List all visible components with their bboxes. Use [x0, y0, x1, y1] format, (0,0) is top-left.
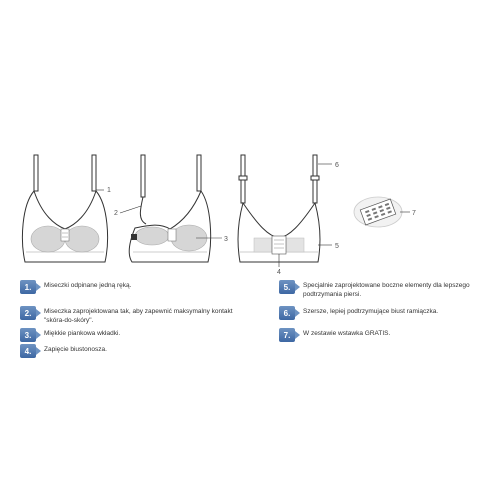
bra-back-view	[237, 154, 332, 267]
strap-left	[33, 154, 39, 192]
foam-pad-left	[30, 225, 66, 253]
badge-arrow-icon	[36, 309, 41, 317]
badge-arrow-icon	[295, 283, 300, 291]
bra-front-outline	[21, 190, 109, 263]
callout-2: 2	[114, 210, 118, 217]
legend-item-5: 5. Specjalnie zaprojektowane boczne elem…	[279, 280, 494, 299]
legend-number-badge: 6.	[279, 306, 295, 320]
callout-6: 6	[335, 162, 339, 169]
badge-arrow-icon	[36, 347, 41, 355]
legend-item-7: 7. W zestawie wstawka GRATIS.	[279, 328, 390, 342]
foam-pad-right	[64, 225, 100, 253]
bra-open-cup-view	[119, 154, 222, 263]
hook-extender-insert	[353, 196, 410, 228]
callout-5: 5	[335, 243, 339, 250]
badge-arrow-icon	[36, 283, 41, 291]
legend-number-badge: 2.	[20, 306, 36, 320]
callout-7: 7	[412, 210, 416, 217]
badge-arrow-icon	[36, 331, 41, 339]
callout-4: 4	[277, 269, 281, 276]
legend-item-1: 1. Miseczki odpinane jedną ręką.	[20, 280, 131, 294]
badge-arrow-icon	[295, 331, 300, 339]
legend-number-badge: 5.	[279, 280, 295, 294]
strap-right-2	[196, 154, 202, 192]
legend-item-6: 6. Szersze, lepiej podtrzymujące biust r…	[279, 306, 494, 320]
legend-text: Szersze, lepiej podtrzymujące biust rami…	[303, 308, 439, 315]
badge-arrow-icon	[295, 309, 300, 317]
back-side-panel-left	[253, 237, 273, 253]
legend-number-badge: 7.	[279, 328, 295, 342]
back-side-panel-right	[285, 237, 305, 253]
legend-item-4: 4. Zapięcie biustonosza.	[20, 344, 107, 358]
strap-right	[91, 154, 97, 192]
legend-text: Specjalnie zaprojektowane boczne element…	[303, 282, 470, 298]
legend-text: Miseczka zaprojektowana tak, aby zapewni…	[44, 308, 233, 324]
legend-number-badge: 4.	[20, 344, 36, 358]
legend-text: Miękkie piankowa wkładki.	[44, 330, 121, 337]
open-cup-pad	[134, 226, 170, 246]
hook-closure	[271, 235, 287, 255]
legend-text: Miseczki odpinane jedną ręką.	[44, 282, 132, 289]
legend-number-badge: 1.	[20, 280, 36, 294]
callout-1: 1	[107, 187, 111, 194]
legend-text: W zestawie wstawka GRATIS.	[303, 330, 391, 337]
legend-text: Zapięcie biustonosza.	[44, 346, 107, 353]
strap-left-2	[140, 154, 146, 198]
bra-front-view	[21, 154, 109, 263]
legend-item-3: 3. Miękkie piankowa wkładki.	[20, 328, 120, 342]
legend-number-badge: 3.	[20, 328, 36, 342]
legend-item-2: 2. Miseczka zaprojektowana tak, aby zape…	[20, 306, 250, 325]
callout-3: 3	[224, 236, 228, 243]
